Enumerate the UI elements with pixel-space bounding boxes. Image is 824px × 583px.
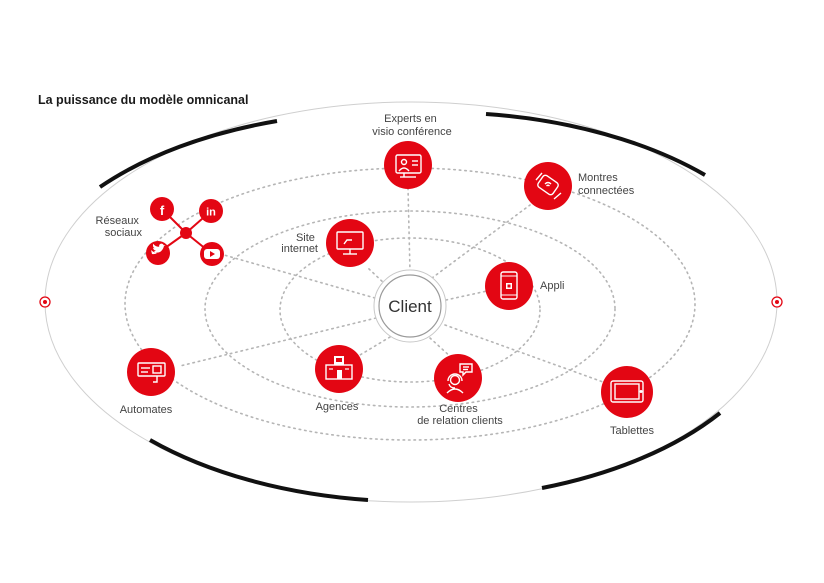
spoke-montres <box>431 204 531 279</box>
ring-arc-top-right <box>485 112 707 177</box>
svg-text:Experts en visio confére: Experts en visio conférence <box>372 113 452 138</box>
video-conference-icon <box>395 154 422 178</box>
client-label: Client <box>388 297 432 316</box>
ring-marker-right <box>771 296 783 308</box>
channel-centres: Centres de relation clients <box>417 354 503 427</box>
channel-experts: Experts en visio conférence <box>372 113 452 189</box>
ring-arc-bottom-left <box>149 438 369 502</box>
channel-label: connectées <box>578 185 635 197</box>
channel-reseaux: f in Réseaux sociaux <box>96 197 224 266</box>
spoke-automates <box>179 317 377 367</box>
smartphone-icon <box>500 271 518 300</box>
channel-montres: Montres connectées <box>524 162 635 210</box>
channel-label: Réseaux <box>96 215 140 227</box>
svg-text:in: in <box>206 207 216 219</box>
atm-icon <box>137 362 166 383</box>
channel-label: sociaux <box>105 227 143 239</box>
svg-text:f: f <box>160 203 165 218</box>
svg-text:Site internet: Site internet <box>281 232 318 255</box>
spokes <box>179 187 604 383</box>
svg-text:Automates: Automates <box>120 404 173 416</box>
facebook-icon: f <box>150 197 174 221</box>
page-title: La puissance du modèle omnicanal <box>38 93 249 107</box>
svg-text:Réseaux sociaux: Réseaux sociaux <box>96 215 143 239</box>
smartwatch-icon <box>535 172 562 200</box>
channel-label: Automates <box>120 404 173 416</box>
channel-label: de relation clients <box>417 415 503 427</box>
spoke-agences <box>359 336 391 356</box>
channel-label: Agences <box>316 401 359 413</box>
channel-label: Appli <box>540 280 564 292</box>
youtube-icon <box>200 242 224 266</box>
twitter-icon <box>146 241 170 265</box>
bank-branch-icon <box>325 356 353 380</box>
spoke-experts <box>407 187 411 273</box>
headset-icon <box>446 363 473 394</box>
channel-label: internet <box>281 243 318 255</box>
ring-arc-top-left <box>98 119 278 189</box>
linkedin-icon: in <box>199 199 223 223</box>
channel-agences: Agences <box>315 345 363 413</box>
dotted-ring-inner <box>279 237 541 383</box>
social-network-icon: f in <box>146 197 224 266</box>
channel-label: Experts en <box>384 113 437 125</box>
channel-label: Site <box>296 232 315 244</box>
spoke-site <box>367 267 387 286</box>
monitor-icon <box>336 231 364 255</box>
spoke-tablettes <box>444 324 604 383</box>
channel-appli: Appli <box>485 262 564 310</box>
svg-text:Montres connectées: Montres connectées <box>578 172 635 197</box>
channel-tablettes: Tablettes <box>601 366 655 437</box>
svg-text:Tablettes: Tablettes <box>610 425 655 437</box>
channel-label: Montres <box>578 172 618 184</box>
channel-automates: Automates <box>120 348 175 416</box>
dotted-ring-middle <box>204 210 616 408</box>
spoke-appli <box>445 290 488 301</box>
channel-label: visio conférence <box>372 126 452 138</box>
svg-text:Centres de relation clie: Centres de relation clients <box>417 403 503 427</box>
channel-label: Tablettes <box>610 425 655 437</box>
spoke-centres <box>429 337 453 359</box>
outer-ring <box>39 101 783 503</box>
ring-arc-bottom-right <box>541 411 722 490</box>
channel-label: Centres <box>439 403 478 415</box>
client-node: Client <box>373 269 447 343</box>
spoke-reseaux <box>223 254 376 299</box>
tablet-icon <box>610 380 644 403</box>
svg-text:Appli: Appli <box>540 280 564 292</box>
svg-text:Agences: Agences <box>316 401 359 413</box>
channel-site: Site internet <box>281 219 374 267</box>
ring-marker-left <box>39 296 51 308</box>
